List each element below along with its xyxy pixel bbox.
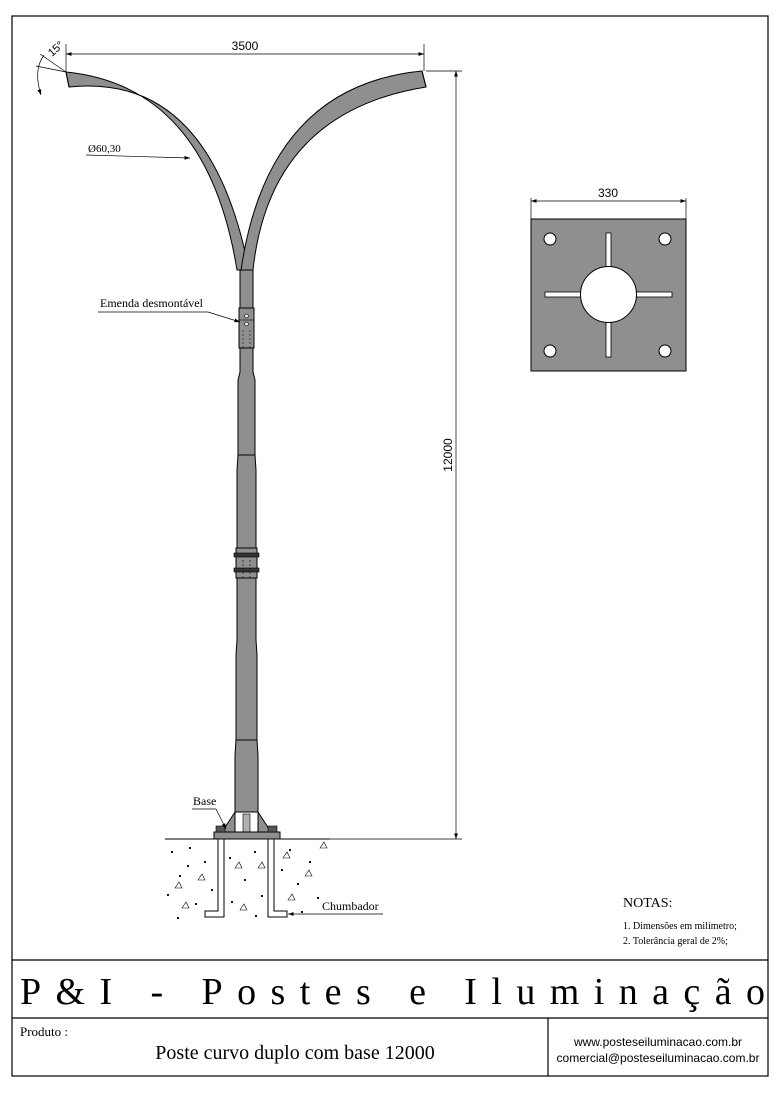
shaft-section-3 — [235, 577, 258, 741]
right-arm — [240, 70, 427, 271]
shaft-section-1 — [237, 347, 256, 456]
sheet-frame — [11, 15, 769, 1077]
email: comercial@posteseiluminacao.com.br — [557, 1051, 760, 1065]
angle-dimension-label: 15° — [46, 39, 66, 59]
note-item-1: 1. Dimensões em milímetro; — [623, 921, 737, 932]
dimension-angle: 15° — [35, 39, 66, 96]
notes-block: NOTAS: 1. Dimensões em milímetro; 2. Tol… — [623, 896, 737, 947]
dimension-width: 3500 — [65, 39, 425, 72]
dimension-height: 12000 — [280, 70, 462, 840]
base-callout: Base — [192, 794, 227, 830]
concrete-foundation — [166, 841, 328, 920]
left-arm — [65, 71, 250, 271]
note-item-2: 2. Tolerância geral de 2%; — [623, 936, 728, 947]
anchor-callout: Chumbador — [288, 899, 383, 916]
width-dimension-label: 3500 — [232, 39, 259, 53]
shaft-top — [239, 269, 254, 311]
base-label: Base — [193, 794, 216, 808]
pole-drawing — [65, 70, 427, 920]
website: www.posteseiluminacao.com.br — [573, 1035, 742, 1049]
plate-bolt-hole — [543, 232, 557, 246]
plate-width-label: 330 — [598, 186, 618, 200]
diameter-label: Ø60,30 — [88, 143, 121, 155]
plate-center-hole — [580, 266, 637, 323]
shaft-section-4 — [234, 739, 259, 813]
diameter-callout: Ø60,30 — [85, 143, 191, 160]
title-block: P&I - Postes e Iluminação Produto : Post… — [12, 959, 768, 1076]
anchor-bolt-left — [204, 838, 225, 918]
anchor-label: Chumbador — [322, 899, 379, 913]
anchor-bolt-right — [267, 838, 288, 918]
plate-bolt-hole — [658, 232, 672, 246]
joint-label: Emenda desmontável — [100, 296, 204, 310]
notes-title: NOTAS: — [623, 896, 672, 911]
shaft-section-2 — [236, 454, 257, 549]
plate-bolt-hole — [543, 344, 557, 358]
company-name: P&I - Postes e Iluminação — [20, 971, 765, 1013]
height-dimension-label: 12000 — [441, 438, 455, 472]
product-label: Produto : — [20, 1024, 68, 1039]
middle-joint — [235, 547, 258, 579]
base-plate-top-view: 330 — [530, 186, 687, 372]
plate-bolt-hole — [658, 344, 672, 358]
base-plate — [213, 831, 281, 840]
joint-callout: Emenda desmontável — [98, 296, 241, 323]
product-name: Poste curvo duplo com base 12000 — [155, 1042, 434, 1064]
